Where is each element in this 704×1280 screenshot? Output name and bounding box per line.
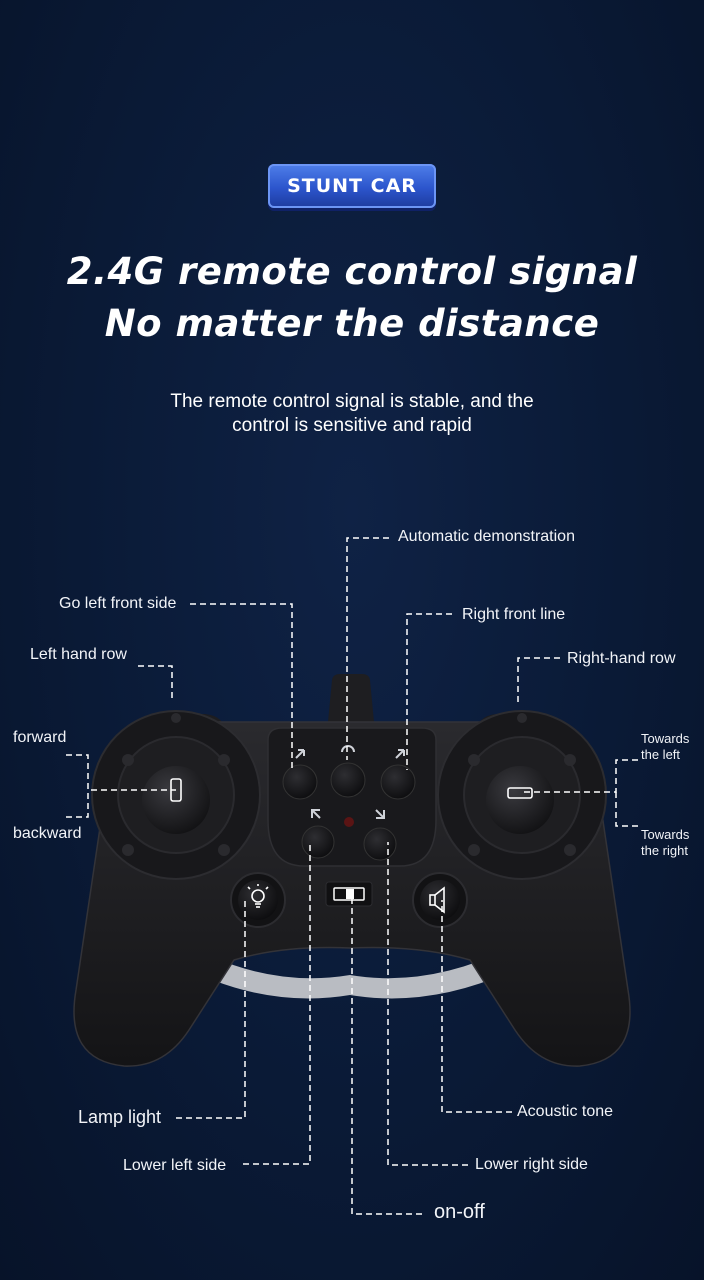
arrow-up-left-icon [295,749,305,759]
label-towards-right-line-2: the right [641,843,688,858]
indicator-led [344,817,354,827]
label-go-left-front-side: Go left front side [59,595,177,612]
label-right-hand-row: Right-hand row [567,650,676,667]
stunt-car-badge: STUNT CAR [268,164,436,208]
label-backward: backward [13,825,82,842]
label-lower-right-side: Lower right side [475,1156,588,1173]
label-acoustic-tone: Acoustic tone [517,1103,614,1120]
arrow-down-left-icon [311,809,321,819]
label-automatic-demonstration: Automatic demonstration [398,528,575,545]
label-towards-left-line-2: the left [641,747,681,762]
label-forward: forward [13,729,67,746]
label-on-off: on-off [434,1201,485,1223]
label-towards-left-line-1: Towards [641,731,690,746]
subtitle-line-1: The remote control signal is stable, and… [170,391,534,412]
lamp-icon [247,884,269,908]
lower-left-button [301,825,335,859]
right-front-button [380,764,416,800]
label-lower-left-side: Lower left side [123,1157,227,1174]
go-left-front-button [282,764,318,800]
auto-demo-button [330,762,366,798]
speaker-icon [429,886,445,914]
antenna [328,674,374,722]
headline-line-1: 2.4G remote control signal [66,250,638,293]
label-left-hand-row: Left hand row [30,646,127,663]
right-joystick [486,766,554,834]
subtitle-line-2: control is sensitive and rapid [232,415,472,436]
acoustic-tone-button [420,880,460,920]
lower-right-button [363,827,397,861]
rotate-icon [341,745,355,753]
left-joystick [142,766,210,834]
label-lamp-light: Lamp light [78,1107,162,1127]
leader-lines [66,537,638,1215]
headline-line-2: No matter the distance [104,302,600,345]
arrow-up-right-icon [395,749,405,759]
label-towards-right-line-1: Towards [641,827,690,842]
label-right-front-line: Right front line [462,606,566,623]
label-towards-the-left: Towards the left [641,731,689,763]
lamp-light-button [238,880,278,920]
power-switch-icon [333,887,365,901]
arrow-down-right-icon [375,809,385,819]
label-towards-the-right: Towards the right [641,827,689,859]
badge-text: STUNT CAR [287,175,417,197]
